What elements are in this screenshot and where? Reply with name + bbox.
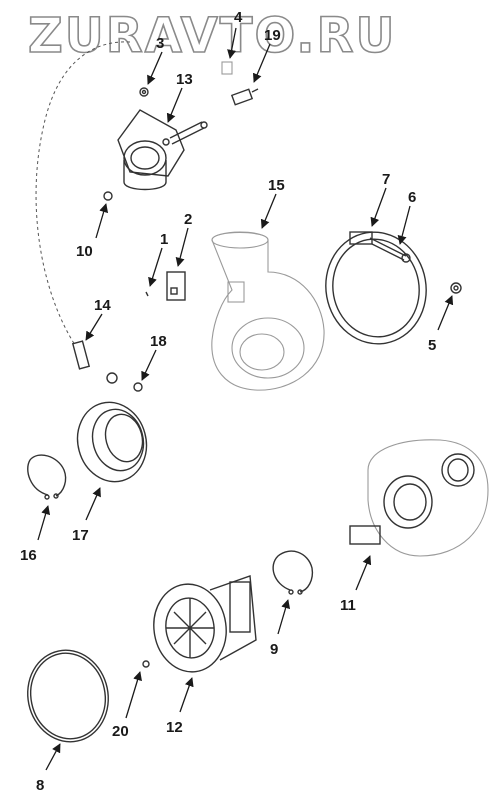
leader-3 xyxy=(147,51,163,85)
part-7-vband-clamp xyxy=(325,231,427,345)
part-11-turbine-housing xyxy=(349,439,489,557)
callout-18: 18 xyxy=(150,333,167,350)
callout-4: 4 xyxy=(234,9,243,26)
leader-9 xyxy=(277,599,291,635)
callout-20: 20 xyxy=(112,723,129,740)
callout-11: 11 xyxy=(340,597,356,614)
part-20-screw xyxy=(142,660,150,668)
leader-15 xyxy=(260,193,277,229)
leader-11 xyxy=(355,555,372,591)
leader-1 xyxy=(148,247,163,287)
callout-16: 16 xyxy=(20,547,37,564)
sensor-cable xyxy=(35,41,131,346)
callout-5: 5 xyxy=(428,337,436,354)
leader-2 xyxy=(175,227,189,267)
callout-2: 2 xyxy=(184,211,192,228)
part-13-wastegate-bracket xyxy=(117,109,208,191)
callout-8: 8 xyxy=(36,777,44,794)
leader-7 xyxy=(370,187,387,227)
callout-10: 10 xyxy=(76,243,93,260)
leader-4 xyxy=(227,27,237,59)
callout-12: 12 xyxy=(166,719,183,736)
callout-15: 15 xyxy=(268,177,285,194)
small-nut xyxy=(106,372,118,384)
part-2-plate xyxy=(166,271,186,301)
leader-20 xyxy=(125,671,142,719)
part-17-ring xyxy=(76,401,148,483)
callout-1: 1 xyxy=(160,231,168,248)
part-10-screw xyxy=(103,191,113,201)
leader-6 xyxy=(397,205,411,245)
leader-17 xyxy=(85,487,101,521)
callout-9: 9 xyxy=(270,641,278,658)
part-14-sensor xyxy=(71,340,91,370)
part-19-fitting xyxy=(230,88,259,106)
leader-5 xyxy=(437,295,454,331)
callout-19: 19 xyxy=(264,27,281,44)
part-12-center-housing xyxy=(153,575,257,673)
leader-12 xyxy=(179,677,194,713)
watermark-text: ZURAVTO.RU xyxy=(28,8,396,64)
part-1-pin xyxy=(145,291,149,297)
part-18-screw xyxy=(133,382,143,392)
part-9-snap-ring xyxy=(272,550,314,595)
leader-8 xyxy=(45,743,61,771)
leader-16 xyxy=(37,505,51,541)
callout-13: 13 xyxy=(176,71,193,88)
callout-17: 17 xyxy=(72,527,89,544)
callout-6: 6 xyxy=(408,189,416,206)
part-4-bolt xyxy=(221,61,233,75)
part-8-o-ring xyxy=(27,649,109,743)
part-6-clamp-bolt xyxy=(369,237,411,263)
leader-18 xyxy=(141,349,157,381)
part-15-compressor-housing xyxy=(211,231,325,391)
leader-13 xyxy=(166,87,183,123)
callout-7: 7 xyxy=(382,171,390,188)
callout-3: 3 xyxy=(156,35,164,52)
part-5-nut xyxy=(450,282,462,294)
leader-10 xyxy=(95,203,109,239)
part-3-nut xyxy=(139,87,149,97)
part-16-snap-ring xyxy=(27,454,67,500)
callout-14: 14 xyxy=(94,297,111,314)
leader-14 xyxy=(85,313,103,341)
leader-19 xyxy=(252,43,271,83)
